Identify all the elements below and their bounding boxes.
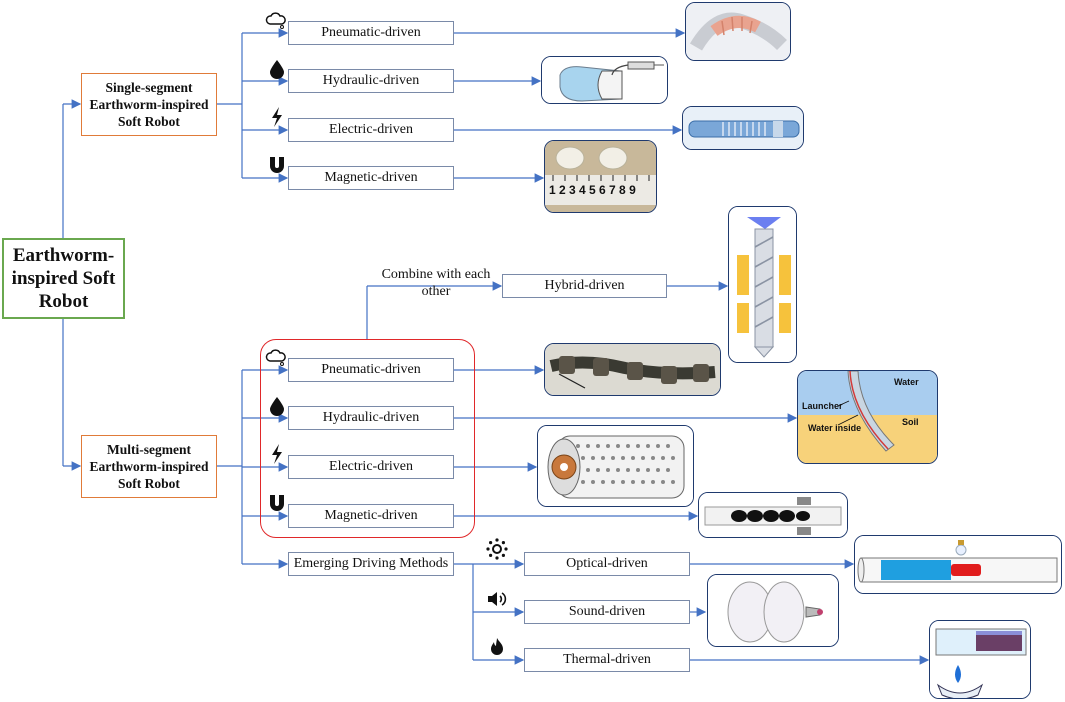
- single-electric-node: Electric-driven: [288, 118, 454, 142]
- lightning-icon: [272, 107, 282, 127]
- magnetic-robot-image: 1 2 3 4 5 6 7 8 9: [545, 141, 656, 212]
- method-label: Electric-driven: [329, 459, 413, 474]
- conventional-methods-group: [260, 339, 475, 538]
- optical-robot-image: [855, 536, 1061, 593]
- method-label: Pneumatic-driven: [321, 25, 421, 40]
- single-pneumatic-photo: [685, 2, 791, 61]
- thermal-node: Thermal-driven: [524, 648, 690, 672]
- water-inside-text: Water inside: [808, 423, 861, 433]
- ruler-digits: 1 2 3 4 5 6 7 8 9: [549, 183, 636, 197]
- thermal-photo: [929, 620, 1031, 699]
- method-label: Hybrid-driven: [544, 278, 625, 293]
- method-label: Sound-driven: [568, 604, 646, 619]
- multi-pneumatic-node: Pneumatic-driven: [288, 358, 454, 382]
- single-hydraulic-photo: [541, 56, 668, 104]
- thermal-robot-image: [930, 621, 1030, 698]
- magnet-icon: [270, 157, 284, 173]
- sun-icon: [486, 538, 508, 560]
- multi-magnetic-photo: [698, 492, 848, 538]
- method-label: Electric-driven: [329, 122, 413, 137]
- electric-robot-image: [683, 107, 803, 149]
- hybrid-node: Hybrid-driven: [502, 274, 667, 298]
- sound-node: Sound-driven: [524, 600, 690, 624]
- multi-electric-node: Electric-driven: [288, 455, 454, 479]
- water-drop-icon: [270, 397, 284, 416]
- cloud-icon: [265, 349, 286, 366]
- soil-text: Soil: [902, 417, 919, 427]
- optical-photo: [854, 535, 1062, 594]
- single-segment-label: Single-segment Earthworm-inspired Soft R…: [89, 80, 209, 129]
- hybrid-photo: [728, 206, 797, 363]
- optical-node: Optical-driven: [524, 552, 690, 576]
- single-pneumatic-node: Pneumatic-driven: [288, 21, 454, 45]
- hydraulic-multi-robot-image: Water Launcher Soil Water inside: [798, 371, 937, 463]
- multi-electric-photo: [537, 425, 694, 507]
- multi-hydraulic-photo: Water Launcher Soil Water inside: [797, 370, 938, 464]
- single-magnetic-photo: 1 2 3 4 5 6 7 8 9: [544, 140, 657, 213]
- single-segment-node: Single-segment Earthworm-inspired Soft R…: [81, 73, 217, 136]
- sound-robot-image: [708, 575, 838, 646]
- method-label: Magnetic-driven: [324, 508, 418, 523]
- method-label: Magnetic-driven: [324, 170, 418, 185]
- magnetic-multi-robot-image: [699, 493, 847, 537]
- multi-segment-label: Multi-segment Earthworm-inspired Soft Ro…: [89, 442, 209, 491]
- method-label: Pneumatic-driven: [321, 362, 421, 377]
- magnet-icon: [270, 495, 284, 511]
- root-node: Earthworm-inspired Soft Robot: [2, 238, 125, 319]
- emerging-methods-node: Emerging Driving Methods: [288, 552, 454, 576]
- multi-magnetic-node: Magnetic-driven: [288, 504, 454, 528]
- single-magnetic-node: Magnetic-driven: [288, 166, 454, 190]
- multi-pneumatic-photo: [544, 343, 721, 396]
- multi-hydraulic-node: Hydraulic-driven: [288, 406, 454, 430]
- method-label: Hydraulic-driven: [322, 73, 420, 88]
- lightning-icon: [272, 444, 282, 464]
- root-label: Earthworm-inspired Soft Robot: [11, 245, 116, 312]
- combine-label: Combine with each other: [381, 267, 491, 299]
- method-label: Emerging Driving Methods: [293, 556, 449, 571]
- hydraulic-robot-image: [542, 57, 667, 103]
- pneumatic-robot-image: [686, 3, 790, 60]
- single-hydraulic-node: Hydraulic-driven: [288, 69, 454, 93]
- electric-multi-robot-image: [538, 426, 693, 506]
- sound-photo: [707, 574, 839, 647]
- single-electric-photo: [682, 106, 804, 150]
- multi-segment-node: Multi-segment Earthworm-inspired Soft Ro…: [81, 435, 217, 498]
- water-text: Water: [894, 377, 919, 387]
- flame-icon: [491, 638, 503, 655]
- pneumatic-multi-robot-image: [545, 344, 720, 395]
- method-label: Thermal-driven: [563, 652, 651, 667]
- cloud-icon: [265, 12, 286, 29]
- method-label: Optical-driven: [566, 556, 648, 571]
- method-label: Hydraulic-driven: [322, 410, 420, 425]
- water-drop-icon: [270, 60, 284, 79]
- launcher-text: Launcher: [802, 401, 843, 411]
- hybrid-robot-image: [729, 207, 796, 362]
- speaker-icon: [488, 592, 507, 606]
